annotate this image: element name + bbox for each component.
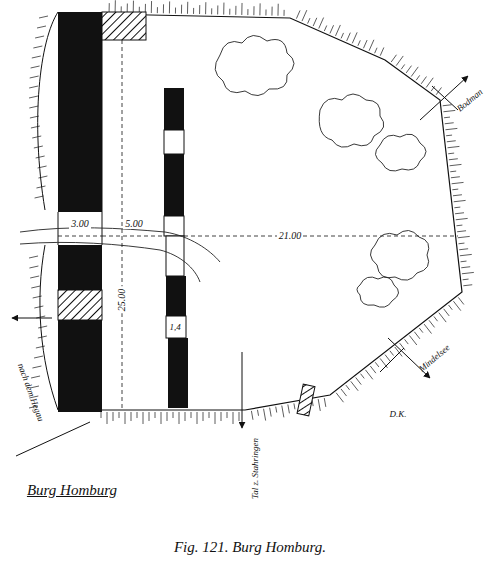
inner-wall: [164, 88, 315, 416]
plateau-outline: [95, 14, 462, 410]
cliff-edge: [38, 12, 58, 210]
direction-arrow: [12, 76, 468, 456]
direction-label: nach dem Hegau: [15, 362, 44, 422]
dimension-label: 1,4: [167, 323, 182, 332]
dimension-line: [58, 40, 458, 410]
dimension-label: 21.00: [277, 231, 304, 241]
path-track: [20, 242, 200, 282]
cliff-edge: [40, 245, 58, 410]
plan-title: Burg Homburg: [27, 483, 117, 498]
direction-label: D.K.: [389, 410, 406, 419]
dimension-label: 5.00: [123, 219, 145, 229]
main-wall: [58, 12, 146, 412]
dimension-label: 25.00: [117, 287, 127, 314]
figure-caption: Fig. 121. Burg Homburg.: [174, 540, 326, 555]
direction-label: Bodman: [456, 87, 485, 113]
direction-label: Tal z. Stahringen: [251, 438, 260, 499]
direction-label: Mindelsee: [417, 343, 451, 374]
slope-hachures: [29, 0, 474, 424]
tree-clumps: [215, 35, 429, 307]
dimension-label: 3.00: [69, 219, 91, 229]
